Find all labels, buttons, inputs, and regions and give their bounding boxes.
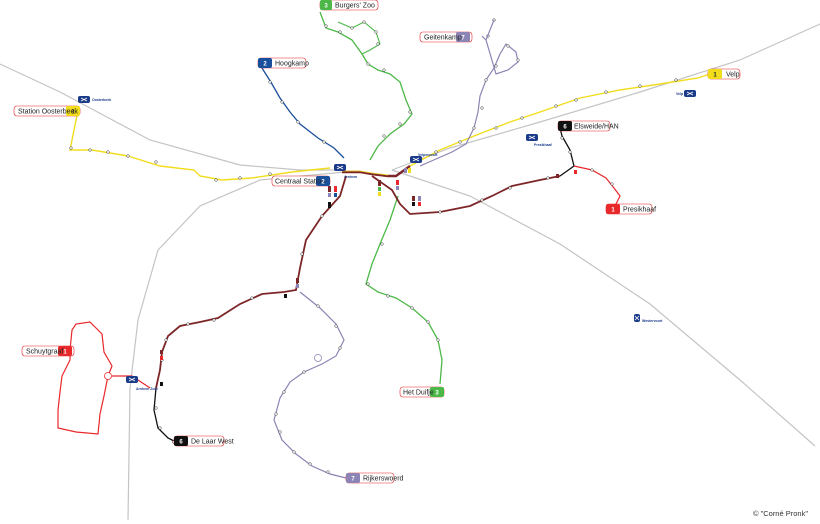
line-7-south <box>273 291 347 479</box>
central-trunk <box>342 165 411 178</box>
stop-markers <box>160 168 577 386</box>
rail-east-south <box>391 169 816 447</box>
rail-lines <box>0 23 820 521</box>
terminal-num: 1 <box>611 208 615 214</box>
terminal-name: Centraal Station <box>275 179 325 186</box>
terminal-rijkerswoerd[interactable]: 7 Rijkerswoerd <box>345 472 404 484</box>
terminal-num: 7 <box>351 477 355 483</box>
line-7-north <box>419 18 520 167</box>
terminal-centraal-station[interactable]: Centraal Station 2 <box>271 175 331 187</box>
line-1-east <box>409 73 711 167</box>
terminal-name: Velp <box>726 72 740 79</box>
terminal-num: 6 <box>179 440 183 446</box>
ns-label-velperpoort: Velperpoort <box>418 153 438 157</box>
rail-south <box>127 171 346 521</box>
terminal-name: Burgers' Zoo <box>335 3 375 10</box>
line-1-red-west <box>57 321 151 435</box>
terminal-num: 2 <box>321 180 325 186</box>
terminal-name: Schuytgraaf <box>26 349 63 356</box>
ns-station-velp: Velp <box>676 90 696 97</box>
line-6 <box>153 127 575 445</box>
terminal-num: 3 <box>435 391 439 397</box>
line-3-south <box>365 195 443 385</box>
ns-station-oosterbeek: Oosterbeek <box>78 96 111 103</box>
terminal-num: 6 <box>563 125 567 131</box>
ns-label-presikhaaf: Presikhaaf <box>534 143 553 147</box>
terminal-name: Hoogkamp <box>275 61 309 68</box>
terminal-name: De Laar West <box>191 439 234 446</box>
line-1-west <box>69 109 331 182</box>
terminal-num: 1 <box>63 350 67 356</box>
ns-station-westervoort: Westervoort <box>634 314 663 323</box>
ns-label-arnhem-cs: Arnhem <box>344 175 357 179</box>
line-3-north <box>319 11 413 161</box>
terminal-num: 1 <box>713 73 717 79</box>
terminal-hoogkamp[interactable]: 2 Hoogkamp <box>257 57 309 69</box>
ns-label-westervoort: Westervoort <box>642 319 663 323</box>
terminal-elsweide-han[interactable]: 6 Elsweide/HAN <box>557 120 619 132</box>
terminal-name: Het Duifje <box>403 390 434 397</box>
terminal-name: Presikhaaf <box>623 207 656 214</box>
central-trunk-inner <box>342 170 389 176</box>
terminal-num: 2 <box>263 62 267 68</box>
terminal-presikhaaf[interactable]: 1 Presikhaaf <box>605 203 656 215</box>
rail-west <box>0 63 345 171</box>
terminal-name: Rijkerswoerd <box>363 476 404 483</box>
terminal-burgers-zoo[interactable]: 3 Burgers' Zoo <box>319 0 379 11</box>
terminal-velp[interactable]: 1 Velp <box>707 68 741 80</box>
terminal-de-laar-west[interactable]: 6 De Laar West <box>173 435 234 447</box>
terminal-name: Station Oosterbeek <box>18 109 78 116</box>
line-1-red-east <box>573 165 621 209</box>
line-5 <box>155 175 561 389</box>
terminal-het-duifje[interactable]: Het Duifje 3 <box>399 386 445 398</box>
rail-east-north <box>391 23 820 171</box>
terminal-name: Elsweide/HAN <box>574 124 619 131</box>
ns-station-arnhem-zuid: Arnhem Zuid <box>126 376 158 391</box>
line-2-hoogkamp <box>261 67 345 159</box>
terminal-station-oosterbeek[interactable]: Station Oosterbeek 1 <box>13 105 81 117</box>
ns-station-arnhem-cs: Arnhem <box>334 164 357 179</box>
copyright: © "Corné Pronk" <box>752 509 808 518</box>
ns-label-oosterbeek: Oosterbeek <box>92 98 111 102</box>
terminal-num: 1 <box>71 110 75 116</box>
ns-label-arnhem-zuid: Arnhem Zuid <box>136 387 158 391</box>
terminal-name: Geitenkamp <box>424 35 462 42</box>
ns-station-velperpoort: Velperpoort <box>410 153 438 163</box>
terminal-num: 7 <box>461 36 465 42</box>
ns-station-presikhaaf: Presikhaaf <box>526 134 553 147</box>
ns-label-velp: Velp <box>676 92 683 96</box>
terminal-num: 3 <box>324 4 328 10</box>
terminal-schuytgraaf[interactable]: Schuytgraaf 1 <box>21 345 75 357</box>
terminal-geitenkamp[interactable]: Geitenkamp 7 <box>419 31 473 43</box>
